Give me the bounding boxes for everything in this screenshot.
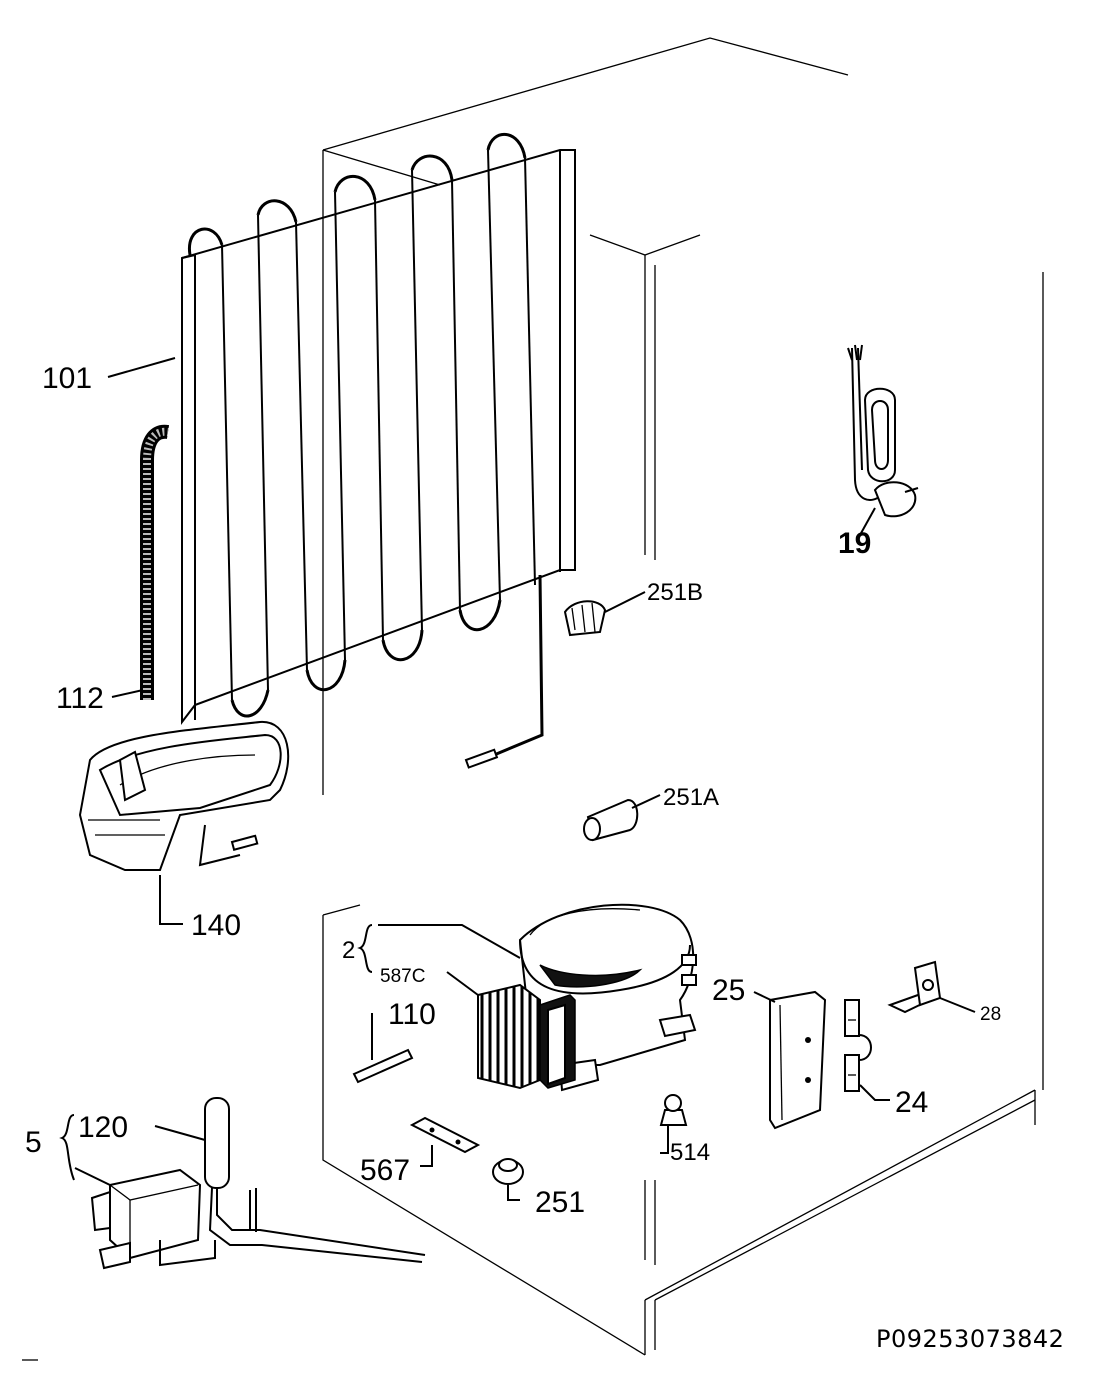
diagram-reference-code: P09253073842 xyxy=(876,1325,1064,1353)
label-24: 24 xyxy=(895,1086,928,1119)
label-28: 28 xyxy=(980,1004,1001,1025)
callout-labels: 101 112 140 19 251B 251A 2 587C 110 5 12… xyxy=(25,362,1001,1219)
bracket-567 xyxy=(409,1116,481,1154)
condenser-tubes xyxy=(221,149,536,701)
drain-hose xyxy=(140,424,170,700)
label-110: 110 xyxy=(388,998,436,1031)
terminal-cover xyxy=(769,990,827,1130)
clip-28 xyxy=(887,960,942,1014)
pin-110 xyxy=(352,1048,414,1084)
starter-relay xyxy=(477,983,576,1090)
condenser xyxy=(181,132,576,769)
power-cable xyxy=(847,344,919,518)
cabinet-outline xyxy=(322,37,1044,1356)
overload-protector xyxy=(844,999,872,1092)
label-120: 120 xyxy=(78,1111,128,1144)
label-25: 25 xyxy=(712,974,745,1007)
label-140: 140 xyxy=(191,909,241,942)
grommet-251a xyxy=(583,798,639,842)
foot-514 xyxy=(659,1094,688,1126)
label-101: 101 xyxy=(42,362,92,395)
label-251a: 251A xyxy=(663,784,719,811)
clamp-251b xyxy=(563,600,607,637)
label-19: 19 xyxy=(838,527,871,560)
label-5: 5 xyxy=(25,1126,42,1159)
label-112: 112 xyxy=(56,682,104,715)
filter-drier-assembly xyxy=(90,1097,426,1270)
label-567: 567 xyxy=(360,1154,410,1187)
label-251: 251 xyxy=(535,1186,585,1219)
label-514: 514 xyxy=(670,1139,710,1166)
label-587c: 587C xyxy=(380,966,425,987)
label-251b: 251B xyxy=(647,579,703,606)
label-2: 2 xyxy=(342,937,355,964)
drip-tray xyxy=(78,720,290,871)
grommet-251 xyxy=(492,1158,524,1185)
leader-lines xyxy=(59,357,976,1201)
